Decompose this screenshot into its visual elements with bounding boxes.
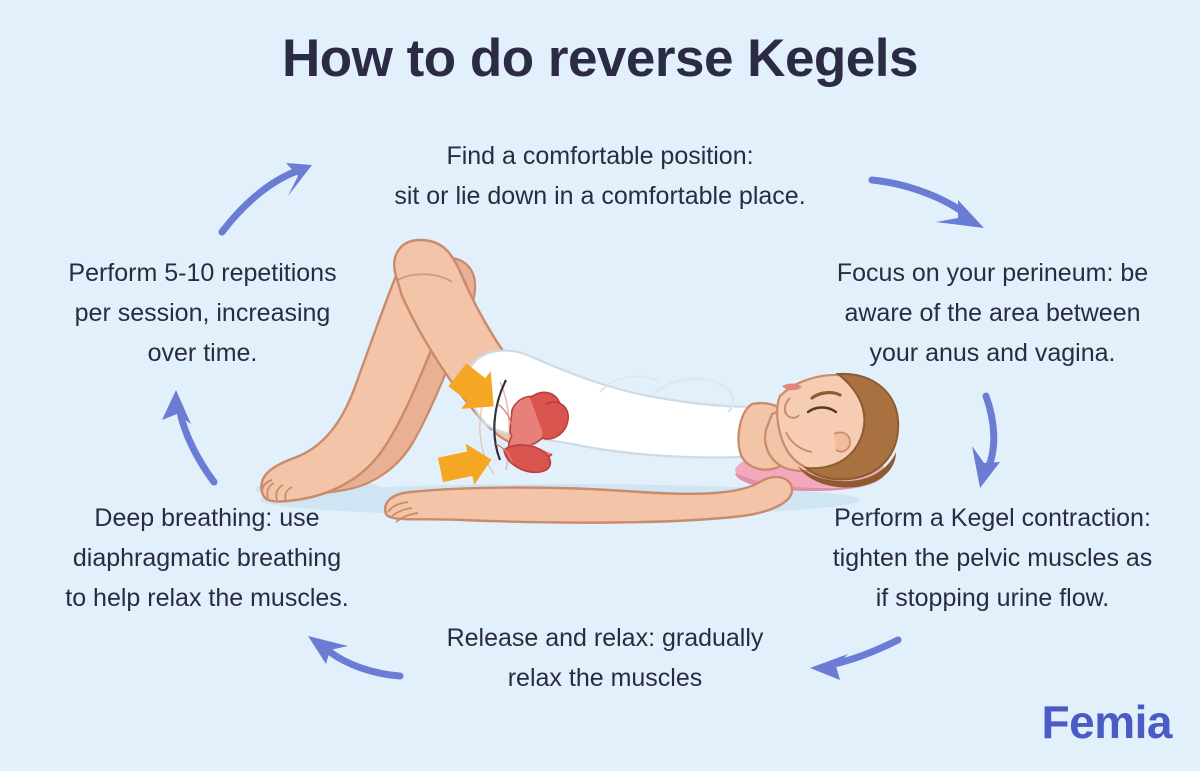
step-1-line-2: sit or lie down in a comfortable place. [394,182,806,210]
femia-brand-logo: Femia [1041,696,1173,748]
step-4-line-1: Release and relax: gradually [446,624,764,652]
page-title: How to do reverse Kegels [282,29,918,88]
step-perform-kegel-contraction: Perform a Kegel contraction: tighten the… [795,498,1190,618]
step-focus-on-perineum: Focus on your perineum: be aware of the … [800,253,1185,373]
step-2-line-3: your anus and vagina. [869,339,1116,367]
step-2-line-2: aware of the area between [844,299,1141,327]
step-release-and-relax: Release and relax: gradually relax the m… [395,618,815,698]
step-deep-breathing: Deep breathing: use diaphragmatic breath… [22,498,392,618]
step-perform-repetitions: Perform 5-10 repetitions per session, in… [25,253,380,373]
step-3-line-1: Perform a Kegel contraction: [834,504,1151,532]
arrow-to-step-4-icon [810,636,902,680]
arrow-to-step-6-icon [162,390,218,486]
extended-arm [383,475,794,524]
step-5-line-2: diaphragmatic breathing [72,544,342,572]
step-5-line-3: to help relax the muscles. [65,584,349,612]
step-3-line-3: if stopping urine flow. [875,584,1110,612]
arrow-to-step-3-icon [972,392,1000,488]
arrow-to-step-2-icon [868,176,984,228]
step-2-line-1: Focus on your perineum: be [836,259,1149,287]
step-4-line-2: relax the muscles [507,664,703,692]
step-1-line-1: Find a comfortable position: [446,142,754,170]
step-find-comfortable-position: Find a comfortable position: sit or lie … [300,136,900,216]
arrow-to-step-1-icon [218,163,312,236]
step-6-line-2: per session, increasing [74,299,331,327]
arrow-to-step-5-icon [308,636,404,680]
step-3-line-2: tighten the pelvic muscles as [832,544,1153,572]
head [776,372,900,488]
pelvic-floor-indicator-arrows [437,363,494,485]
step-6-line-3: over time. [147,339,258,367]
step-5-line-1: Deep breathing: use [94,504,320,532]
step-6-line-1: Perform 5-10 repetitions [68,259,337,287]
